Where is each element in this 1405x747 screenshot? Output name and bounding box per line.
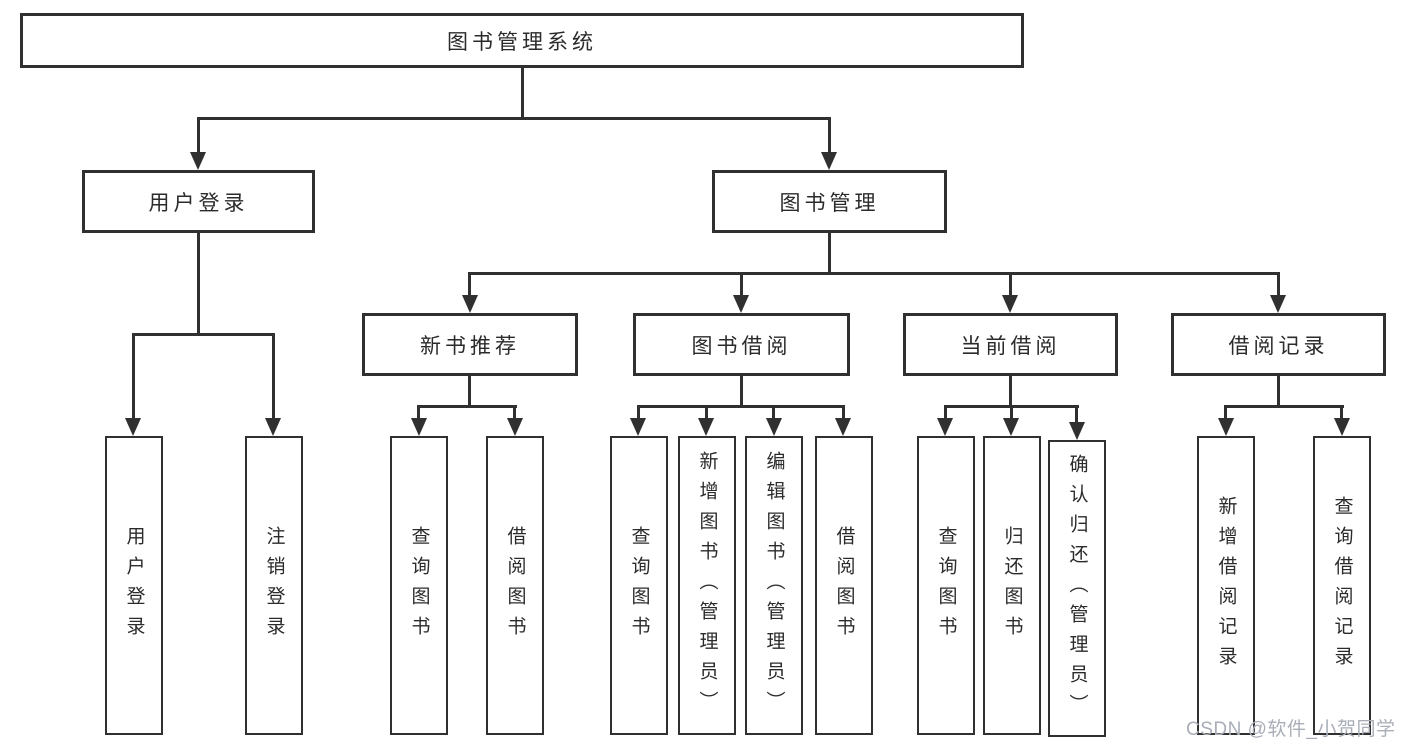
connector-line xyxy=(468,376,471,408)
connector-line xyxy=(1009,272,1012,299)
leaf-edit-book-admin: 编辑图书（管理员） xyxy=(745,436,803,735)
leaf-add-borrow-record: 新增借阅记录 xyxy=(1197,436,1255,735)
connector-line xyxy=(197,233,200,336)
node-current-borrowing: 当前借阅 xyxy=(903,313,1118,376)
arrowhead-icon xyxy=(1002,295,1018,313)
node-borrowing-records: 借阅记录 xyxy=(1171,313,1386,376)
leaf-query-borrow-record-label: 查询借阅记录 xyxy=(1331,495,1353,676)
connector-line xyxy=(1340,405,1343,422)
connector-line xyxy=(417,405,517,408)
arrowhead-icon xyxy=(937,418,953,436)
arrowhead-icon xyxy=(1003,418,1019,436)
connector-line xyxy=(1224,405,1227,422)
leaf-query-books-borrowing: 查询图书 xyxy=(610,436,668,735)
arrowhead-icon xyxy=(766,418,782,436)
node-root-label: 图书管理系统 xyxy=(447,30,597,54)
arrowhead-icon xyxy=(821,152,837,170)
connector-line xyxy=(1277,272,1280,299)
connector-line xyxy=(417,405,420,422)
leaf-borrow-books-recommend-label: 借阅图书 xyxy=(504,525,526,646)
connector-line xyxy=(842,405,845,422)
arrowhead-icon xyxy=(265,418,281,436)
connector-line xyxy=(1224,405,1344,408)
node-user-login: 用户登录 xyxy=(82,170,315,233)
leaf-borrow-books-borrowing-label: 借阅图书 xyxy=(833,525,855,646)
connector-line xyxy=(1277,376,1280,408)
connector-line xyxy=(828,233,831,275)
leaf-edit-book-admin-label: 编辑图书（管理员） xyxy=(763,450,785,721)
connector-line xyxy=(740,376,743,408)
connector-line xyxy=(272,333,275,421)
connector-line xyxy=(521,68,524,120)
connector-line xyxy=(513,405,516,422)
leaf-confirm-return-admin: 确认归还（管理员） xyxy=(1048,440,1106,737)
arrowhead-icon xyxy=(698,418,714,436)
connector-line xyxy=(132,333,275,336)
node-book-management-label: 图书管理 xyxy=(779,191,880,215)
csdn-watermark: CSDN @软件_小贺同学 xyxy=(1186,719,1396,740)
leaf-add-borrow-record-label: 新增借阅记录 xyxy=(1215,495,1237,676)
node-book-borrowing: 图书借阅 xyxy=(633,313,850,376)
connector-line xyxy=(1009,376,1012,408)
arrowhead-icon xyxy=(1069,422,1085,440)
node-borrowing-records-label: 借阅记录 xyxy=(1228,334,1329,358)
arrowhead-icon xyxy=(462,295,478,313)
leaf-user-login: 用户登录 xyxy=(105,436,163,735)
connector-line xyxy=(944,405,947,422)
node-current-borrowing-label: 当前借阅 xyxy=(960,334,1061,358)
arrowhead-icon xyxy=(630,418,646,436)
arrowhead-icon xyxy=(1218,418,1234,436)
arrowhead-icon xyxy=(1270,295,1286,313)
leaf-confirm-return-admin-label: 确认归还（管理员） xyxy=(1066,453,1088,724)
leaf-query-borrow-record: 查询借阅记录 xyxy=(1313,436,1371,735)
node-new-book-recommendation: 新书推荐 xyxy=(362,313,578,376)
connector-line xyxy=(1010,405,1013,422)
arrowhead-icon xyxy=(125,418,141,436)
arrowhead-icon xyxy=(507,418,523,436)
leaf-query-books-recommend-label: 查询图书 xyxy=(408,525,430,646)
leaf-return-books-label: 归还图书 xyxy=(1001,525,1023,646)
connector-line xyxy=(705,405,708,422)
connector-line xyxy=(468,272,1280,275)
connector-line xyxy=(772,405,775,422)
leaf-query-books-current: 查询图书 xyxy=(917,436,975,735)
leaf-query-books-borrowing-label: 查询图书 xyxy=(628,525,650,646)
connector-line xyxy=(740,272,743,299)
leaf-borrow-books-borrowing: 借阅图书 xyxy=(815,436,873,735)
connector-line xyxy=(197,117,200,154)
leaf-borrow-books-recommend: 借阅图书 xyxy=(486,436,544,735)
connector-line xyxy=(132,333,135,421)
connector-line xyxy=(637,405,640,422)
connector-line xyxy=(197,117,831,120)
leaf-add-book-admin: 新增图书（管理员） xyxy=(678,436,736,735)
leaf-query-books-current-label: 查询图书 xyxy=(935,525,957,646)
node-book-borrowing-label: 图书借阅 xyxy=(691,334,792,358)
leaf-logout-label: 注销登录 xyxy=(263,525,285,646)
connector-line xyxy=(1075,405,1078,426)
leaf-query-books-recommend: 查询图书 xyxy=(390,436,448,735)
node-new-book-recommendation-label: 新书推荐 xyxy=(420,334,520,358)
node-user-login-label: 用户登录 xyxy=(148,191,249,215)
leaf-return-books: 归还图书 xyxy=(983,436,1041,735)
node-book-management: 图书管理 xyxy=(712,170,947,233)
arrowhead-icon xyxy=(1334,418,1350,436)
connector-line xyxy=(637,405,845,408)
arrowhead-icon xyxy=(835,418,851,436)
leaf-add-book-admin-label: 新增图书（管理员） xyxy=(696,450,718,721)
arrowhead-icon xyxy=(190,152,206,170)
leaf-logout: 注销登录 xyxy=(245,436,303,735)
connector-line xyxy=(468,272,471,299)
connector-line xyxy=(828,117,831,154)
arrowhead-icon xyxy=(733,295,749,313)
node-root: 图书管理系统 xyxy=(20,13,1024,68)
arrowhead-icon xyxy=(411,418,427,436)
leaf-user-login-label: 用户登录 xyxy=(123,525,145,646)
